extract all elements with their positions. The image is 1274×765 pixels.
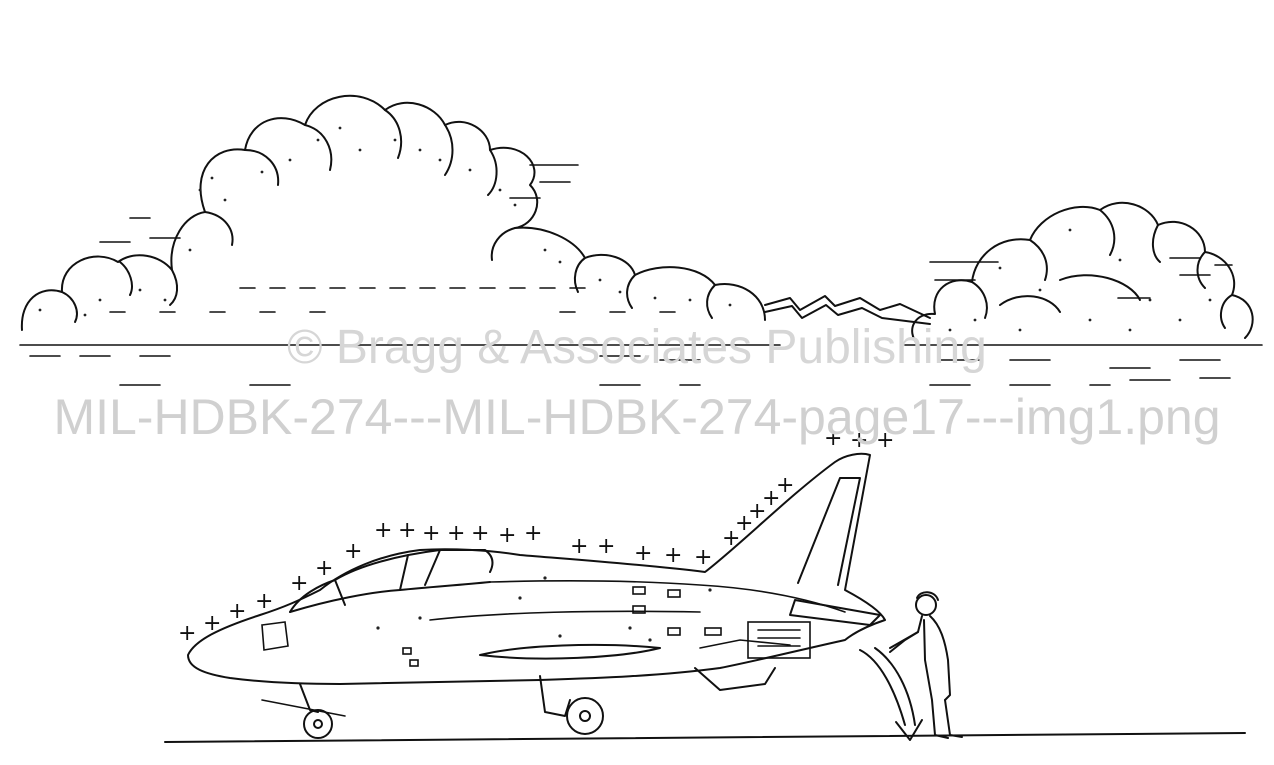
lightning-bolt <box>764 295 931 325</box>
charge-plus: + <box>735 511 753 536</box>
charge-plus: + <box>315 556 333 581</box>
charge-plus: + <box>776 473 794 498</box>
ground-crewman <box>889 591 963 739</box>
charge-plus: + <box>398 518 416 543</box>
watermark-filename: MIL-HDBK-274---MIL-HDBK-274-page17---img… <box>53 389 1221 445</box>
charge-plus: + <box>255 589 273 614</box>
watermark-publisher: © Bragg & Associates Publishing <box>287 321 987 374</box>
charge-plus: + <box>748 499 766 524</box>
discharge-arrow <box>859 647 923 741</box>
left-cloud <box>19 94 781 386</box>
charge-plus: + <box>570 534 588 559</box>
charge-plus: + <box>344 539 362 564</box>
aircraft <box>187 452 886 739</box>
charge-plus: + <box>290 571 308 596</box>
charge-plus: + <box>876 428 894 453</box>
charge-plus: + <box>694 545 712 570</box>
charge-plus: + <box>447 521 465 546</box>
charge-plus: + <box>228 599 246 624</box>
charge-plus: + <box>374 518 392 543</box>
charge-plus: + <box>664 543 682 568</box>
charge-plus: + <box>422 521 440 546</box>
charge-plus: + <box>524 521 542 546</box>
charge-plus: + <box>597 534 615 559</box>
charge-plus: + <box>762 486 780 511</box>
charge-plus: + <box>634 541 652 566</box>
charge-plus: + <box>498 523 516 548</box>
charge-plus: + <box>203 611 221 636</box>
charge-plus: + <box>471 521 489 546</box>
charge-plus: + <box>824 426 842 451</box>
charge-plus: + <box>722 526 740 551</box>
positive-charges: + + + + + + + + + + + + + + + + + + + + … <box>178 426 894 646</box>
ground-line <box>164 732 1246 743</box>
charge-plus: + <box>178 621 196 646</box>
right-cloud <box>904 201 1263 386</box>
charge-plus: + <box>850 428 868 453</box>
